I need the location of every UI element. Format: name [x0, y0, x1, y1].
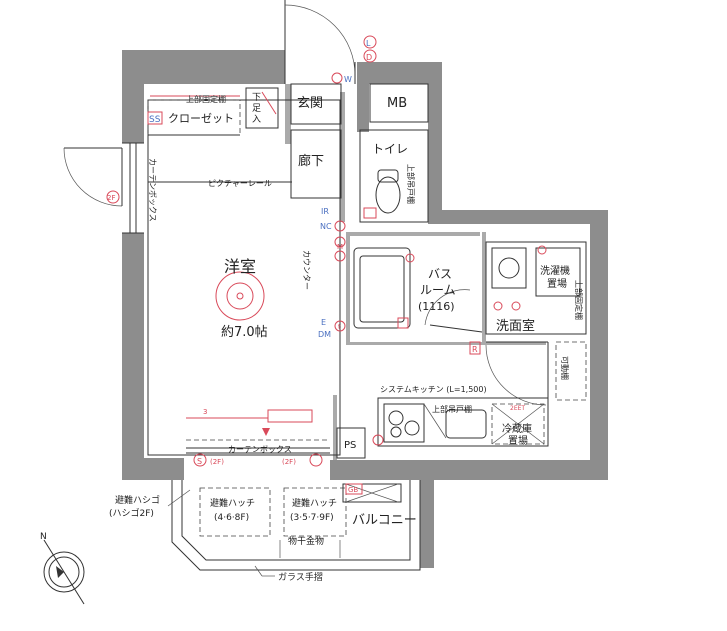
- symbol-r: R: [472, 345, 478, 354]
- room-senmen: 洗面室: [496, 318, 535, 334]
- room-balcony: バルコニー: [352, 513, 417, 528]
- symbol-2f-b: (2F): [210, 458, 224, 466]
- room-youshitsu: 洋室: [224, 257, 256, 276]
- room-bath-line2: ルーム: [420, 283, 456, 297]
- label-kitchen: システムキッチン (L=1,500): [380, 385, 487, 394]
- symbol-m: M: [337, 243, 343, 251]
- symbol-2f-c: (2F): [282, 458, 296, 466]
- label-evac-ladder-1: 避難ハシゴ: [115, 494, 160, 506]
- compass: N: [40, 532, 85, 605]
- symbol-w: W: [344, 75, 352, 84]
- room-toilet: トイレ: [372, 142, 408, 156]
- walls: [122, 50, 608, 568]
- room-mb: MB: [387, 96, 407, 111]
- room-ps: PS: [344, 440, 356, 451]
- label-hatch-a-1: 避難ハッチ: [210, 497, 255, 509]
- room-rouka: 廊下: [298, 153, 324, 169]
- symbol-2f: 2F: [107, 194, 115, 202]
- symbol-gb: GB: [348, 486, 358, 494]
- labels: 玄関 MB 廊下 トイレ 洋室 約7.0帖 バス ルーム (1116) 洗面室 …: [109, 93, 584, 583]
- label-hatch-b-1: 避難ハッチ: [292, 497, 337, 509]
- label-curtain-box-bottom: カーテンボックス: [228, 445, 292, 454]
- label-hatch-a-2: (4·6·8F): [214, 513, 249, 523]
- symbol-ir: IR: [321, 207, 329, 216]
- label-picture-rail: ピクチャーレール: [208, 179, 272, 188]
- room-bath-line1: バス: [428, 267, 452, 281]
- label-washer-2: 置場: [547, 277, 567, 290]
- label-curtain-box-left: カーテンボックス: [148, 158, 157, 222]
- label-hanger: 物干金物: [288, 535, 324, 547]
- label-fridge-1: 冷蔵庫: [502, 422, 532, 435]
- symbol-e: E: [321, 318, 326, 327]
- label-senmen-shelf: 上部固定棚: [574, 280, 584, 320]
- label-getabako-3: 入: [252, 114, 261, 125]
- symbol-d: D: [366, 53, 372, 62]
- electrical-symbols: [106, 35, 547, 495]
- label-kitchen-shelf: 上部吊戸棚: [432, 404, 472, 414]
- symbol-t: t: [338, 323, 341, 331]
- symbol-dm: DM: [318, 330, 331, 339]
- compass-north: N: [40, 532, 47, 542]
- label-closet: クローゼット: [168, 112, 234, 125]
- label-getabako-1: 下: [252, 93, 261, 103]
- label-upper-shelf-closet: 上部固定棚: [186, 94, 226, 104]
- symbol-s: S: [197, 457, 202, 466]
- label-movable-shelf: 可動棚: [560, 356, 570, 380]
- label-washer-1: 洗濯機: [540, 264, 570, 277]
- room-youshitsu-size: 約7.0帖: [221, 325, 268, 340]
- room-bath-size: (1116): [418, 300, 455, 313]
- label-glass-rail: ガラス手摺: [278, 571, 323, 583]
- symbol-labels: SS L D W IR NC M E DM t R S 2F (2F) (2F)…: [107, 39, 525, 494]
- symbol-nc: NC: [320, 222, 332, 231]
- symbol-2eet: 2EET: [510, 405, 525, 412]
- symbol-ss: SS: [149, 115, 161, 125]
- room-genkan: 玄関: [297, 96, 323, 111]
- label-evac-ladder-2: (ハシゴ2F): [109, 507, 154, 519]
- label-hatch-b-2: (3·5·7·9F): [290, 513, 334, 523]
- label-toilet-shelf: 上部吊戸棚: [406, 164, 416, 204]
- label-getabako-2: 足: [252, 103, 261, 114]
- symbol-3: 3: [203, 408, 207, 416]
- label-fridge-2: 置場: [508, 434, 528, 447]
- symbol-l: L: [366, 39, 371, 48]
- label-counter: カウンター: [302, 250, 311, 290]
